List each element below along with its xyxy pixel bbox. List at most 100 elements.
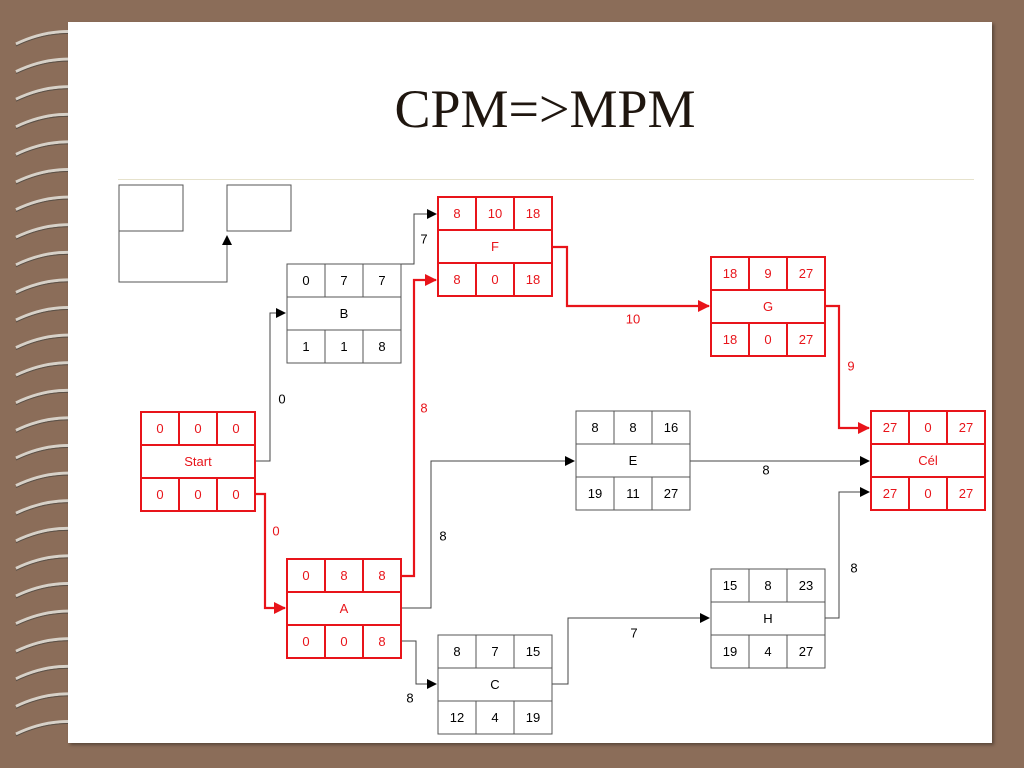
node-start-bottom-1: 0 bbox=[194, 487, 201, 502]
edge-f_g: 10 bbox=[552, 245, 710, 327]
node-f-top-1: 10 bbox=[488, 206, 502, 221]
legend-box-right bbox=[226, 184, 292, 232]
node-b-bottom-1: 1 bbox=[340, 339, 347, 354]
node-cel-name: Cél bbox=[918, 453, 938, 468]
node-c-bottom-1: 4 bbox=[491, 710, 498, 725]
node-h-name: H bbox=[763, 611, 772, 626]
node-g-top-0: 18 bbox=[723, 266, 737, 281]
node-start-bottom-2: 0 bbox=[232, 487, 239, 502]
edge-start_b: 0 bbox=[255, 308, 286, 462]
node-h-top-2: 23 bbox=[799, 578, 813, 593]
node-b-top-0: 0 bbox=[302, 273, 309, 288]
edge-a_c-line bbox=[401, 640, 437, 689]
slide-title: CPM=>MPM bbox=[394, 79, 696, 139]
edge-a_f-line bbox=[401, 274, 437, 578]
node-c-top-1: 7 bbox=[491, 644, 498, 659]
node-c-bottom-0: 12 bbox=[450, 710, 464, 725]
edge-g_cel-label: 9 bbox=[847, 359, 854, 374]
node-b-bottom-2: 8 bbox=[378, 339, 385, 354]
node-a-top-0: 0 bbox=[302, 568, 309, 583]
legend-box-left bbox=[118, 184, 184, 232]
node-cel-bottom-0: 27 bbox=[883, 486, 897, 501]
node-g-top-2: 27 bbox=[799, 266, 813, 281]
node-start-bottom-0: 0 bbox=[156, 487, 163, 502]
edge-start_a-label: 0 bbox=[272, 524, 279, 539]
edge-b_f-line bbox=[401, 209, 437, 265]
node-start-top-1: 0 bbox=[194, 421, 201, 436]
edge-h_cel: 8 bbox=[825, 487, 870, 619]
node-a-bottom-0: 0 bbox=[302, 634, 309, 649]
edge-c_h-label: 7 bbox=[630, 626, 637, 641]
node-e-name: E bbox=[629, 453, 638, 468]
node-b-top-2: 7 bbox=[378, 273, 385, 288]
node-c: 8 7 15C 12 4 19 bbox=[437, 634, 553, 735]
node-b-bottom-0: 1 bbox=[302, 339, 309, 354]
edge-start_b-label: 0 bbox=[278, 392, 285, 407]
edge-g_cel: 9 bbox=[825, 304, 870, 434]
edge-e_cel: 8 bbox=[690, 456, 870, 478]
node-e-top-1: 8 bbox=[629, 420, 636, 435]
edge-f_g-line bbox=[552, 245, 710, 312]
node-e-bottom-2: 27 bbox=[664, 486, 678, 501]
edge-start_b-line bbox=[255, 308, 286, 462]
edge-c_h: 7 bbox=[552, 613, 710, 685]
edge-a_e-label: 8 bbox=[439, 529, 446, 544]
edge-g_cel-line bbox=[825, 304, 870, 434]
edge-a_e-line bbox=[401, 456, 575, 609]
node-g-bottom-2: 27 bbox=[799, 332, 813, 347]
node-cel-top-0: 27 bbox=[883, 420, 897, 435]
node-cel-top-2: 27 bbox=[959, 420, 973, 435]
edge-h_cel-line bbox=[825, 487, 870, 619]
legend-arrow-icon bbox=[118, 231, 232, 283]
edge-start_a-line bbox=[255, 492, 286, 614]
node-cel-bottom-2: 27 bbox=[959, 486, 973, 501]
edge-a_c: 8 bbox=[401, 640, 437, 706]
node-a-name: A bbox=[340, 601, 349, 616]
node-a-top-2: 8 bbox=[378, 568, 385, 583]
node-g-bottom-0: 18 bbox=[723, 332, 737, 347]
node-f-bottom-2: 18 bbox=[526, 272, 540, 287]
node-f-top-0: 8 bbox=[453, 206, 460, 221]
node-c-top-2: 15 bbox=[526, 644, 540, 659]
node-h-top-0: 15 bbox=[723, 578, 737, 593]
title-divider bbox=[118, 179, 974, 180]
node-h-top-1: 8 bbox=[764, 578, 771, 593]
node-start-top-2: 0 bbox=[232, 421, 239, 436]
edge-f_g-label: 10 bbox=[626, 312, 640, 327]
edge-e_cel-label: 8 bbox=[762, 463, 769, 478]
node-start-top-0: 0 bbox=[156, 421, 163, 436]
node-e-top-2: 16 bbox=[664, 420, 678, 435]
node-a-bottom-1: 0 bbox=[340, 634, 347, 649]
edge-a_f: 8 bbox=[401, 274, 437, 578]
node-g-name: G bbox=[763, 299, 773, 314]
node-f-top-2: 18 bbox=[526, 206, 540, 221]
edge-b_f: 7 bbox=[401, 209, 437, 265]
node-c-top-0: 8 bbox=[453, 644, 460, 659]
node-b-top-1: 7 bbox=[340, 273, 347, 288]
edge-a_e: 8 bbox=[401, 456, 575, 609]
node-c-name: C bbox=[490, 677, 499, 692]
node-g-top-1: 9 bbox=[764, 266, 771, 281]
node-c-bottom-2: 19 bbox=[526, 710, 540, 725]
node-cel-top-1: 0 bbox=[924, 420, 931, 435]
node-e-top-0: 8 bbox=[591, 420, 598, 435]
edge-a_c-label: 8 bbox=[406, 691, 413, 706]
node-start-name: Start bbox=[184, 454, 212, 469]
node-h-bottom-2: 27 bbox=[799, 644, 813, 659]
node-a-top-1: 8 bbox=[340, 568, 347, 583]
node-f-bottom-0: 8 bbox=[453, 272, 460, 287]
node-e-bottom-0: 19 bbox=[588, 486, 602, 501]
legend bbox=[118, 184, 292, 283]
edge-a_f-label: 8 bbox=[420, 401, 427, 416]
edge-start_a: 0 bbox=[255, 492, 286, 614]
